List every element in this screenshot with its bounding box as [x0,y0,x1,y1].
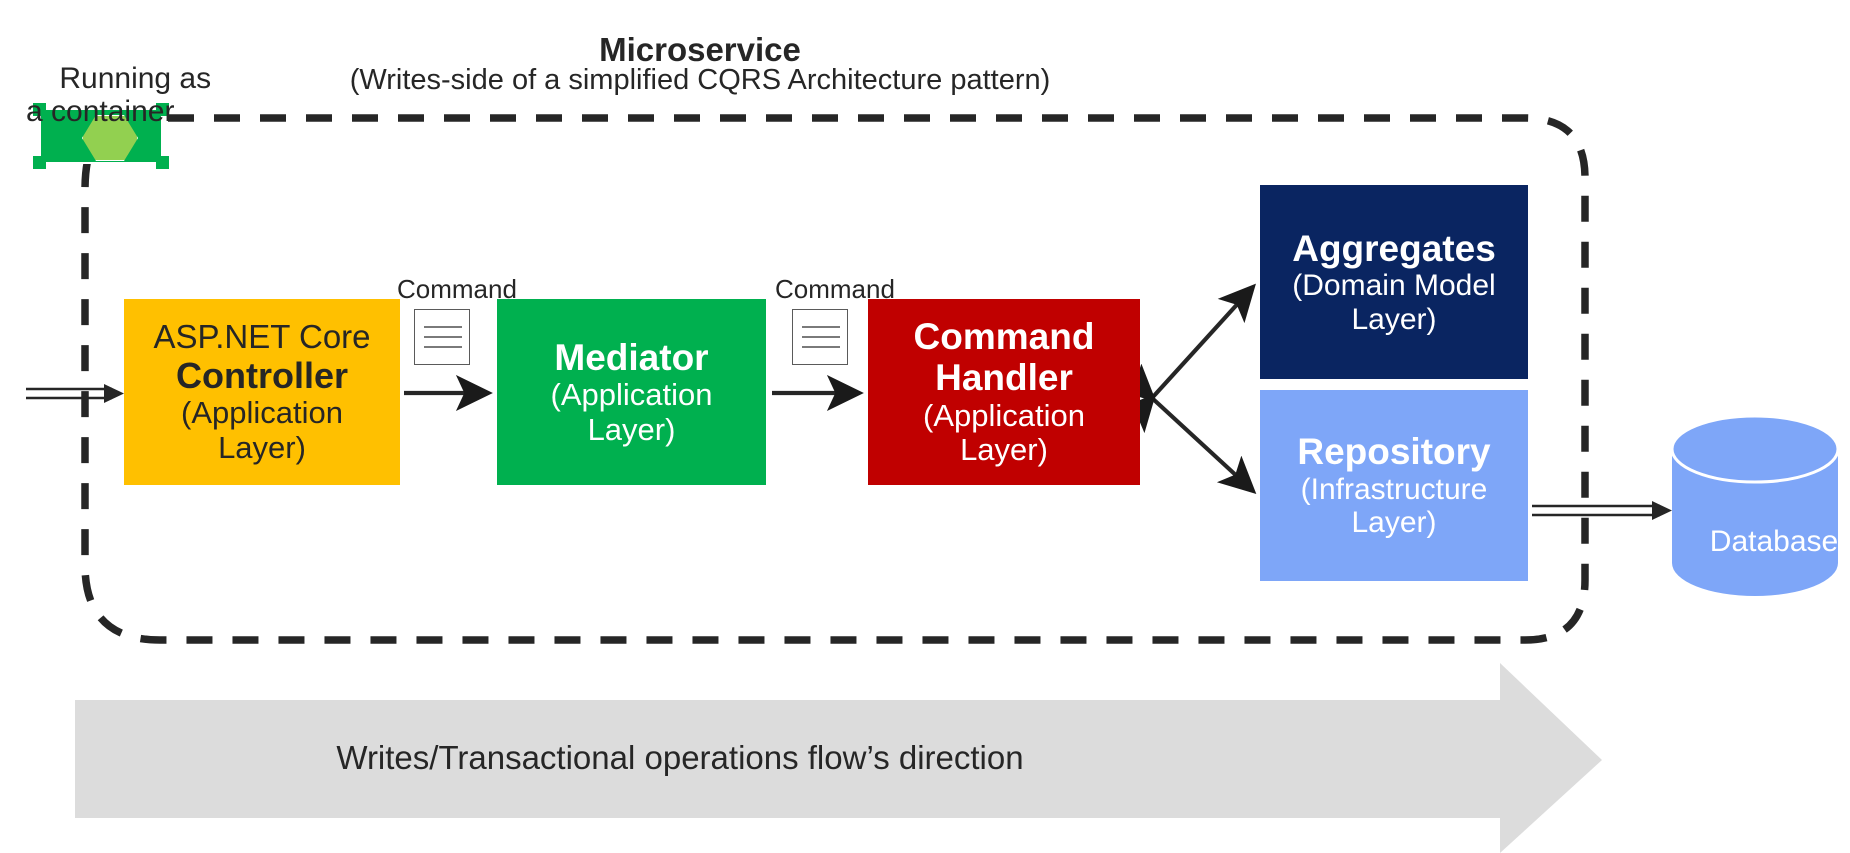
controller-sub-line1: (Application [181,394,343,430]
aggregates-sub-line1: (Domain Model [1292,269,1496,303]
flow-direction-label: Writes/Transactional operations flow’s d… [336,739,1024,776]
command-handler-sub-line1: (Application [923,397,1085,433]
command-label-1: Command [397,274,517,304]
microservice-subtitle: (Writes-side of a simplified CQRS Archit… [349,64,1051,96]
incoming-request-arrow [26,384,124,403]
arrow-handler-repository [1116,363,1257,494]
microservice-boundary [81,114,1589,644]
container-hexagon-icon [33,103,169,169]
node-command-handler[interactable]: Command Handler (Application Layer) [868,299,1140,485]
command-handler-sub-line2: Layer) [960,432,1048,468]
database-cylinder [1670,414,1840,596]
aggregates-sub-line2: Layer) [1351,302,1437,336]
selection-handle-bottom-left [33,156,46,169]
node-aspnet-core-controller[interactable]: ASP.NET Core Controller (Application Lay… [124,299,400,485]
command-handler-title-line2: Handler [935,357,1073,399]
selection-handle-top-left [33,103,46,116]
controller-sub-line2: Layer) [218,429,306,465]
arrow-repository-to-database [1532,501,1672,520]
selection-handle-top-right [156,103,169,116]
selection-handle-bottom-right [156,156,169,169]
node-aggregates[interactable]: Aggregates (Domain Model Layer) [1260,185,1528,379]
database-label: Database [1709,525,1839,558]
aggregates-title: Aggregates [1292,227,1496,269]
running-as-container-label: Running as a container [26,61,212,129]
repository-title: Repository [1297,431,1491,473]
node-mediator[interactable]: Mediator (Application Layer) [497,299,766,485]
command-handler-title-line1: Command [913,315,1095,357]
command-document-icon-1 [414,309,470,365]
controller-prefix: ASP.NET Core [153,317,371,355]
arrow-handler-aggregates [1117,283,1256,434]
node-repository[interactable]: Repository (Infrastructure Layer) [1260,390,1528,581]
microservice-title: Microservice [599,31,801,68]
mediator-title: Mediator [554,336,709,378]
repository-sub-line2: Layer) [1351,506,1437,540]
flow-direction-banner [75,663,1602,853]
repository-sub-line1: (Infrastructure [1300,472,1488,506]
command-document-icon-2 [792,309,848,365]
controller-title: Controller [175,354,348,396]
mediator-sub-line2: Layer) [587,411,676,447]
mediator-sub-line1: (Application [550,377,713,412]
